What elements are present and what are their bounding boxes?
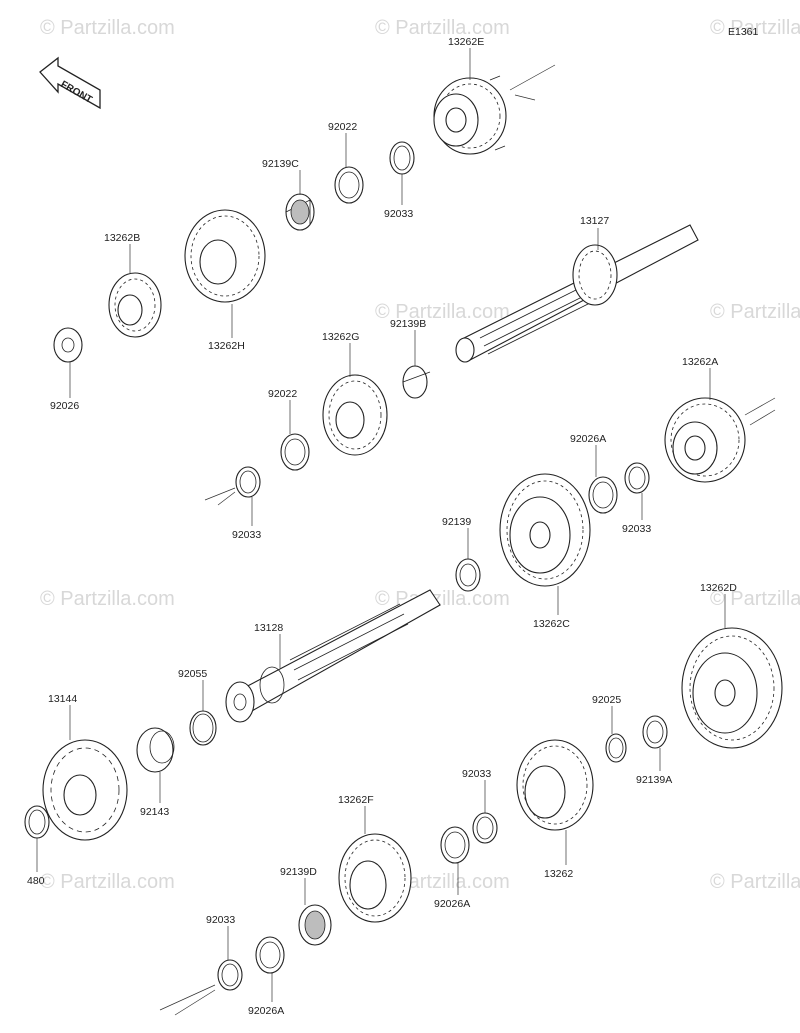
watermark-text: © Partzilla.com xyxy=(375,17,510,39)
gear-13262a xyxy=(664,397,746,483)
gear-13262c xyxy=(499,473,591,587)
part-label: 480 xyxy=(27,875,45,887)
gear-13262d xyxy=(681,627,783,749)
shaft-13128 xyxy=(225,589,441,723)
gear-13262f xyxy=(338,833,412,923)
part-label: 92055 xyxy=(178,668,207,680)
part-label: 13262A xyxy=(682,356,718,368)
part-label: 92139B xyxy=(390,318,426,330)
part-label: 92033 xyxy=(206,914,235,926)
watermark-text: © Partzilla.com xyxy=(40,588,175,610)
part-label: 92026A xyxy=(248,1005,284,1017)
part-label: 13262D xyxy=(700,582,737,594)
gear-13262 xyxy=(516,739,594,831)
watermark-text: © Partzilla.com xyxy=(710,301,800,323)
part-label: 13262E xyxy=(448,36,484,48)
part-label: 13262H xyxy=(208,340,245,352)
bearing-92139d xyxy=(298,904,332,946)
part-label: 13144 xyxy=(48,693,77,705)
part-label: 13262 xyxy=(544,868,573,880)
part-label: 92139D xyxy=(280,866,317,878)
part-label: 92026A xyxy=(570,433,606,445)
axis-arrow xyxy=(509,64,556,101)
oring-92055 xyxy=(189,710,217,746)
part-label: 13127 xyxy=(580,215,609,227)
part-label: 92026 xyxy=(50,400,79,412)
part-label: 92033 xyxy=(462,768,491,780)
bushing-92139b xyxy=(403,365,430,399)
part-label: 13262F xyxy=(338,794,374,806)
gear-13262e xyxy=(433,75,507,155)
watermark-text: © Partzilla.com xyxy=(710,588,800,610)
part-label: 13128 xyxy=(254,622,283,634)
part-label: 92143 xyxy=(140,806,169,818)
gear-13262h xyxy=(184,209,266,303)
collar-92143 xyxy=(136,727,175,773)
part-label: 92033 xyxy=(384,208,413,220)
watermark-text: © Partzilla.com xyxy=(40,17,175,39)
bushing-92139a xyxy=(642,715,668,749)
part-label: 92139C xyxy=(262,158,299,170)
diagram-code: E1361 xyxy=(728,26,759,38)
shaft-13127 xyxy=(455,224,699,363)
watermark-text: © Partzilla.com xyxy=(375,301,510,323)
part-label: 92033 xyxy=(232,529,261,541)
sprocket-13144 xyxy=(42,739,128,841)
watermark-text: © Partzilla.com xyxy=(710,17,800,39)
part-label: 92022 xyxy=(268,388,297,400)
part-label: 13262B xyxy=(104,232,140,244)
gear-13262b xyxy=(108,272,162,338)
washer-92026 xyxy=(53,327,83,363)
part-label: 13262C xyxy=(533,618,570,630)
watermark-text: © Partzilla.com xyxy=(40,871,175,893)
part-label: 92033 xyxy=(622,523,651,535)
leader-lines xyxy=(36,48,726,1002)
gear-13262g xyxy=(322,374,388,456)
front-arrow-icon: FRONT xyxy=(39,56,101,110)
part-label: 92022 xyxy=(328,121,357,133)
part-label: 92139A xyxy=(636,774,672,786)
part-label: 92026A xyxy=(434,898,470,910)
bushing-92139 xyxy=(455,558,481,592)
watermark-text: © Partzilla.com xyxy=(710,871,800,893)
bearing-92139c xyxy=(285,193,315,231)
part-label: 13262G xyxy=(322,331,359,343)
part-labels: 13262E 92022 92139C 92033 13262B 13262H … xyxy=(27,36,737,1017)
part-label: 92139 xyxy=(442,516,471,528)
part-label: 92025 xyxy=(592,694,621,706)
